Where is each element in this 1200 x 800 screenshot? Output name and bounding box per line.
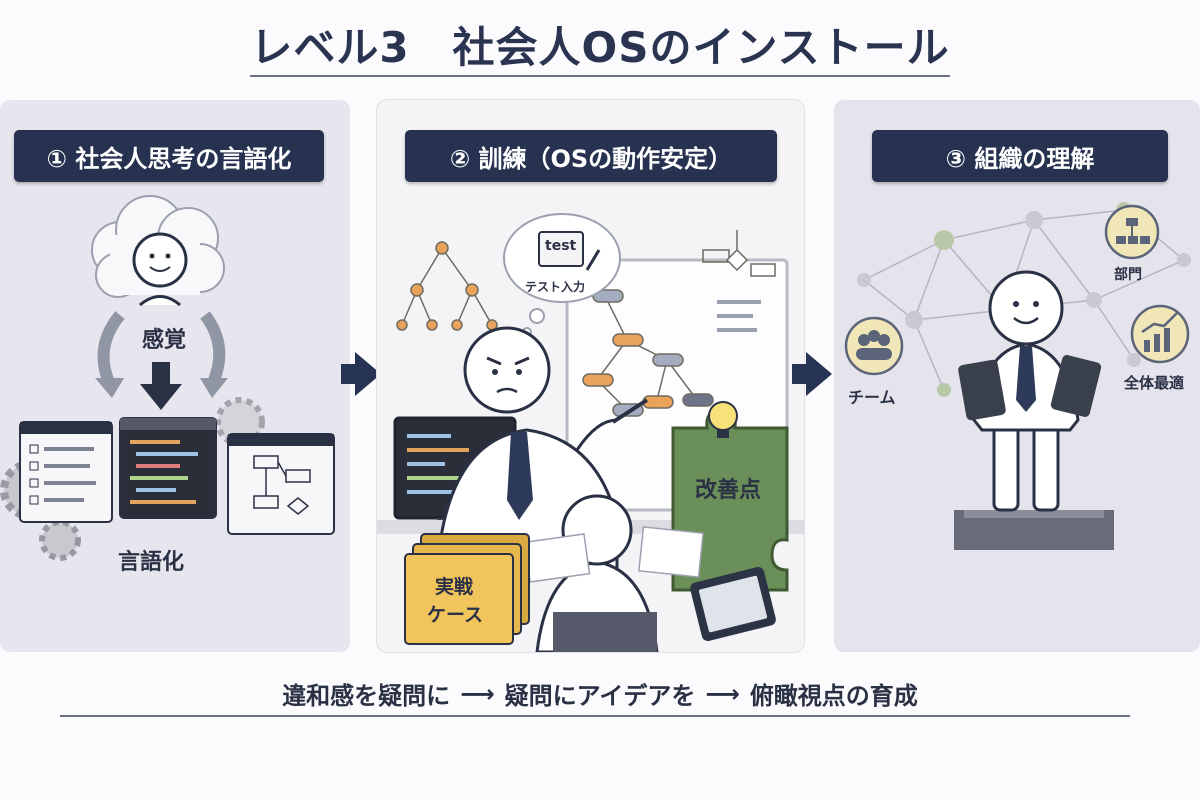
flow-underline [60,715,1130,717]
label-department: 部門 [1114,267,1142,283]
label-improvement: 改善点 [695,478,762,503]
step-badge-2: ② 訓練（OSの動作安定） [405,130,777,182]
team-icon [844,316,904,376]
person-leader-icon [958,270,1102,512]
flow-arrow-icon: ⟶ [705,679,740,708]
panel-verbalization: ① 社会人思考の言語化 感覚 言語化 [0,100,350,652]
arrow-right-icon [341,352,381,396]
title-underline [250,75,950,77]
label-folder-line1: 実戦 [435,576,474,598]
department-icon [1104,204,1160,260]
flow-step-2: 疑問にアイデアを [504,682,696,710]
label-test-input: テスト入力 [525,280,586,294]
growth-chart-icon [1130,304,1190,364]
label-overall-optimization: 全体最適 [1124,374,1185,392]
pedestal-icon [954,510,1114,550]
person-head-icon [132,232,188,307]
code-window-icon [119,417,217,519]
flow-step-1: 違和感を疑問に [282,682,451,710]
thought-bubble-icon [503,213,621,337]
flow-step-3: 俯瞰視点の育成 [749,682,918,710]
label-team: チーム [848,388,896,407]
flowchart-window-icon [227,433,335,535]
training-illustration [377,213,804,652]
mindmap-icon [396,230,776,417]
arrow-right-icon [792,352,832,396]
organization-illustration [844,202,1191,550]
label-verbalize: 言語化 [118,550,185,575]
panel-organization: ③ 組織の理解 チーム 部門 全体最適 [834,100,1200,652]
panel-training: ② 訓練（OSの動作安定） test テスト入力 改善点 実戦 ケース [377,100,804,652]
flow-caption: 違和感を疑問に ⟶ 疑問にアイデアを ⟶ 俯瞰視点の育成 [0,676,1200,711]
label-test: test [545,238,577,254]
label-folder-line2: ケース [427,604,484,626]
page-title: レベル3 社会人OSのインストール [250,23,950,72]
step-badge-1: ① 社会人思考の言語化 [14,130,324,182]
label-sense: 感覚 [142,328,187,353]
flow-arrow-icon: ⟶ [460,679,495,708]
tablet-icon [690,566,776,642]
document-window-icon [19,421,113,523]
step-badge-3: ③ 組織の理解 [872,130,1168,182]
paper-sheet-icon [523,526,704,583]
verbalization-illustration [0,195,335,561]
case-folder-icon [404,533,530,645]
converge-arrows-icon [95,311,228,410]
